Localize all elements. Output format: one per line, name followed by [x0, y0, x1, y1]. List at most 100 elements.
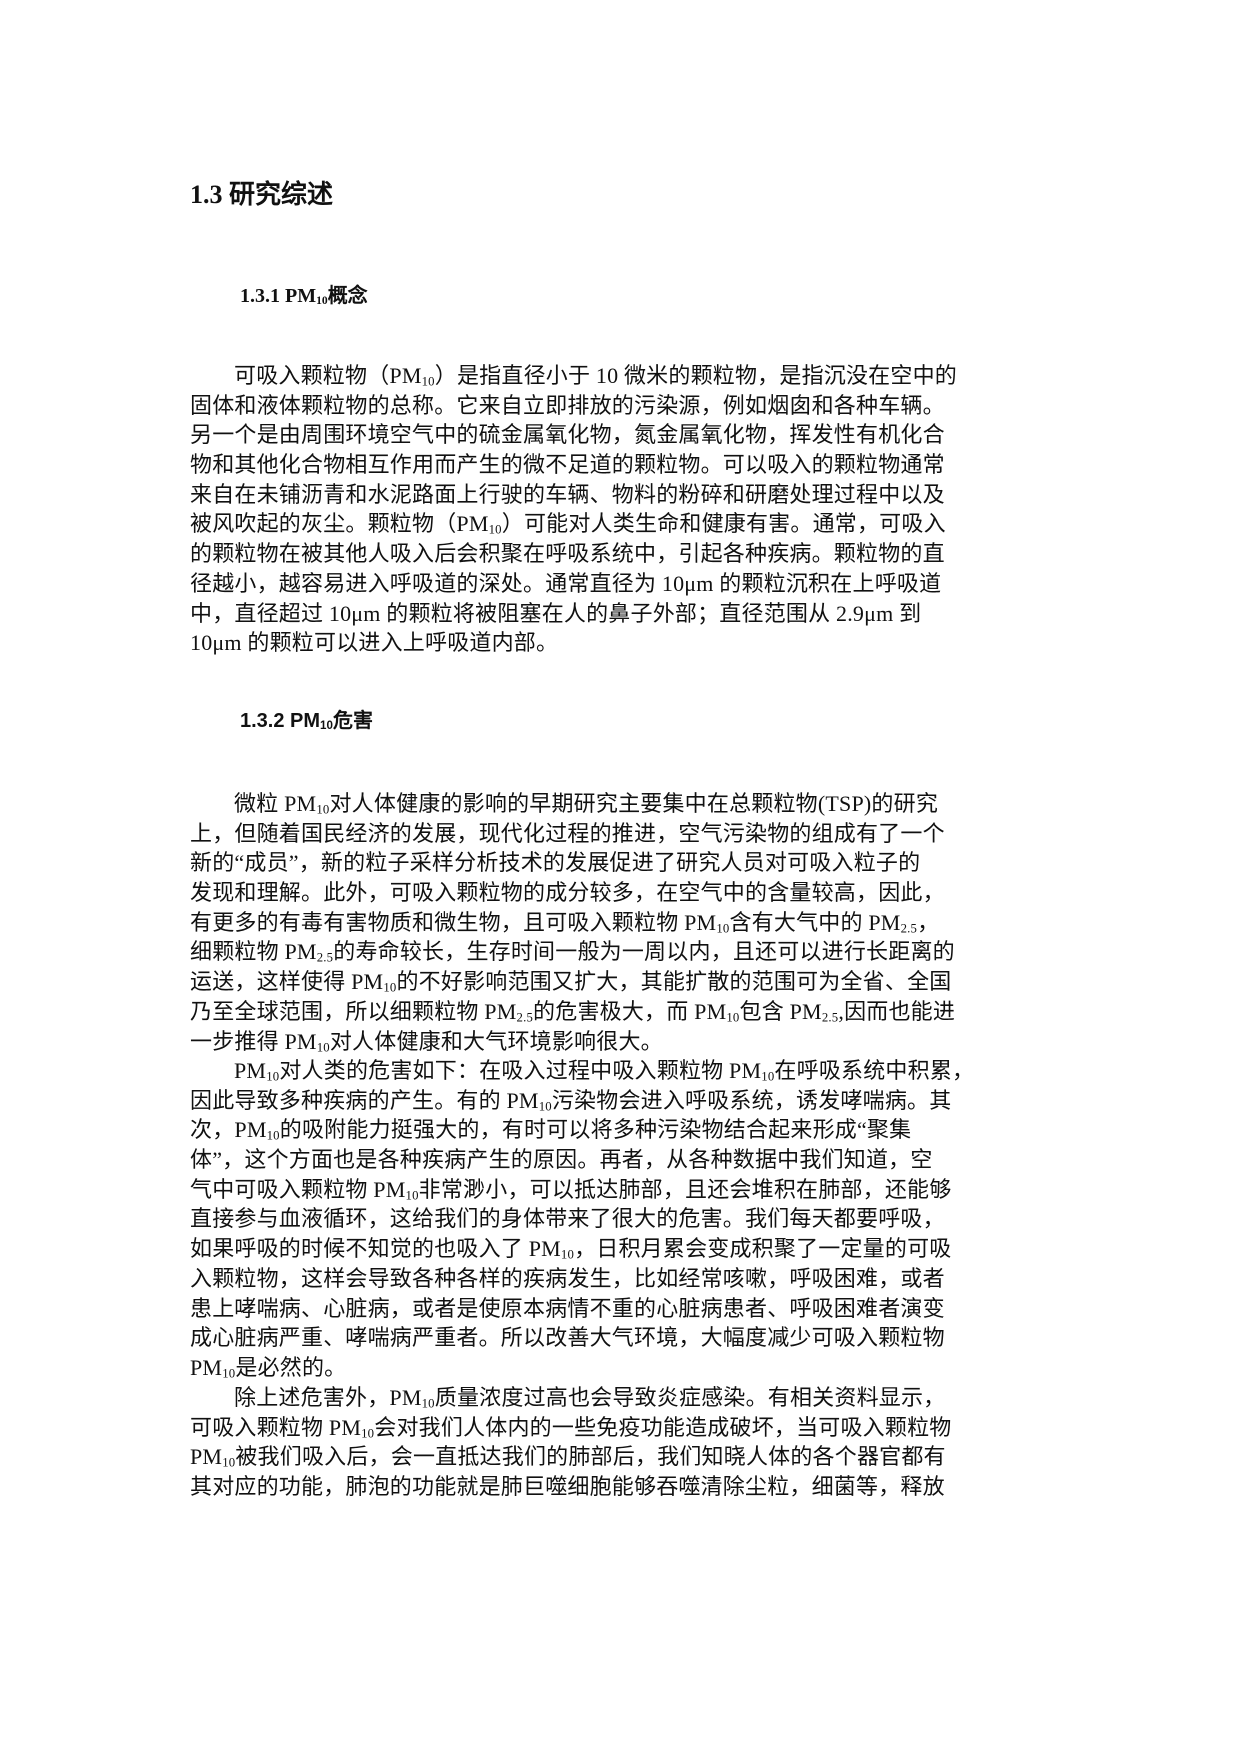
text-run: 上，但随着国民经济的发展，现代化过程的推进，空气污染物的组成有了一个 — [190, 820, 945, 846]
text-line: 新的“成员”，新的粒子采样分析技术的发展促进了研究人员对可吸入粒子的 — [190, 848, 1070, 878]
text-run: PM — [190, 1444, 223, 1470]
text-run: 细颗粒物 PM — [190, 939, 317, 965]
heading-suffix: 概念 — [327, 285, 368, 307]
text-line: 可吸入颗粒物（PM10）是指直径小于 10 微米的颗粒物，是指沉没在空中的 — [190, 361, 1070, 391]
text-line: 一步推得 PM10对人体健康和大气环境影响很大。 — [190, 1027, 1070, 1057]
subscript: 10 — [421, 1396, 435, 1411]
text-run: 对人体健康和大气环境影响很大。 — [329, 1028, 663, 1054]
text-run: 因此导致多种疾病的产生。有的 PM — [190, 1087, 539, 1113]
subscript: 10 — [538, 1098, 552, 1113]
text-run: 的不好影响范围又扩大，其能扩散的范围可为全省、全国 — [396, 969, 952, 995]
text-run: 会对我们人体内的一些免疫功能造成破坏，当可吸入颗粒物 — [374, 1414, 952, 1440]
heading-prefix: 1.3.2 PM — [240, 710, 321, 732]
text-line: 其对应的功能，肺泡的功能就是肺巨噬细胞能够吞噬清除尘粒，细菌等，释放 — [190, 1472, 1070, 1502]
text-run: 新的“成员”，新的粒子采样分析技术的发展促进了研究人员对可吸入粒子的 — [190, 850, 921, 876]
heading-subscript: 10 — [320, 719, 333, 733]
text-line: 发现和理解。此外，可吸入颗粒物的成分较多，在空气中的含量较高，因此， — [190, 878, 1070, 908]
section-title: 1.3 研究综述 — [190, 180, 334, 209]
text-line: 可吸入颗粒物 PM10会对我们人体内的一些免疫功能造成破坏，当可吸入颗粒物 — [190, 1413, 1070, 1443]
paragraph-hazards-2: PM10对人类的危害如下：在吸入过程中吸入颗粒物 PM10在呼吸系统中积累，因此… — [190, 1056, 1070, 1383]
text-line: 被风吹起的灰尘。颗粒物（PM10）可能对人类生命和健康有害。通常，可吸入 — [190, 509, 1070, 539]
subscript: 2.5 — [821, 1010, 839, 1025]
subsection-heading-concept: 1.3.1 PM10概念 — [240, 282, 368, 310]
subscript: 10 — [383, 980, 397, 995]
text-line: 成心脏病严重、哮喘病严重者。所以改善大气环境，大幅度减少可吸入颗粒物 — [190, 1323, 1070, 1353]
text-line: 除上述危害外，PM10质量浓度过高也会导致炎症感染。有相关资料显示， — [190, 1383, 1070, 1413]
text-line: 中，直径超过 10μm 的颗粒将被阻塞在人的鼻子外部；直径范围从 2.9μm 到 — [190, 599, 1070, 629]
text-line: 上，但随着国民经济的发展，现代化过程的推进，空气污染物的组成有了一个 — [190, 819, 1070, 849]
text-line: 乃至全球范围，所以细颗粒物 PM2.5的危害极大，而 PM10包含 PM2.5,… — [190, 997, 1070, 1027]
text-line: 患上哮喘病、心脏病，或者是使原本病情不重的心脏病患者、呼吸困难者演变 — [190, 1294, 1070, 1324]
text-line: 10μm 的颗粒可以进入上呼吸道内部。 — [190, 628, 1070, 658]
subscript: 10 — [266, 1128, 280, 1143]
text-line: PM10对人类的危害如下：在吸入过程中吸入颗粒物 PM10在呼吸系统中积累， — [190, 1056, 1070, 1086]
text-line: 另一个是由周围环境空气中的硫金属氧化物，氮金属氧化物，挥发性有机化合 — [190, 420, 1070, 450]
text-run: ）可能对人类生命和健康有害。通常，可吸入 — [501, 511, 946, 537]
text-line: 有更多的有毒有害物质和微生物，且可吸入颗粒物 PM10含有大气中的 PM2.5， — [190, 908, 1070, 938]
text-run: 次，PM — [190, 1117, 267, 1143]
text-line: 微粒 PM10对人体健康的影响的早期研究主要集中在总颗粒物(TSP)的研究 — [190, 789, 1070, 819]
text-line: 径越小，越容易进入呼吸道的深处。通常直径为 10μm 的颗粒沉积在上呼吸道 — [190, 569, 1070, 599]
subscript: 10 — [361, 1425, 375, 1440]
subscript: 10 — [266, 1069, 280, 1084]
text-run: 可吸入颗粒物（PM — [234, 363, 422, 388]
text-line: 体”，这个方面也是各种疾病产生的原因。再者，从各种数据中我们知道，空 — [190, 1145, 1070, 1175]
text-run: 有更多的有毒有害物质和微生物，且可吸入颗粒物 PM — [190, 909, 717, 935]
text-run: 另一个是由周围环境空气中的硫金属氧化物，氮金属氧化物，挥发性有机化合 — [190, 422, 945, 448]
text-run: 含有大气中的 PM — [729, 909, 901, 935]
text-run: 中，直径超过 10μm 的颗粒将被阻塞在人的鼻子外部；直径范围从 2.9μm 到 — [190, 600, 922, 626]
text-line: 物和其他化合物相互作用而产生的微不足道的颗粒物。可以吸入的颗粒物通常 — [190, 450, 1070, 480]
text-run: 直接参与血液循环，这给我们的身体带来了很大的危害。我们每天都要呼吸， — [190, 1206, 945, 1232]
heading-prefix: 1.3.1 PM — [240, 285, 317, 307]
text-run: 微粒 PM — [234, 791, 317, 816]
text-run: PM — [190, 1354, 223, 1380]
text-line: 直接参与血液循环，这给我们的身体带来了很大的危害。我们每天都要呼吸， — [190, 1204, 1070, 1234]
subscript: 2.5 — [516, 1010, 534, 1025]
text-run: 质量浓度过高也会导致炎症感染。有相关资料显示， — [434, 1385, 946, 1410]
text-run: PM — [234, 1058, 267, 1083]
text-run: 患上哮喘病、心脏病，或者是使原本病情不重的心脏病患者、呼吸困难者演变 — [190, 1295, 945, 1321]
text-run: 被风吹起的灰尘。颗粒物（PM — [190, 511, 489, 537]
text-run: 固体和液体颗粒物的总称。它来自立即排放的污染源，例如烟囱和各种车辆。 — [190, 392, 945, 418]
subscript: 10 — [316, 802, 330, 817]
text-run: 可吸入颗粒物 PM — [190, 1414, 362, 1440]
text-line: 运送，这样使得 PM10的不好影响范围又扩大，其能扩散的范围可为全省、全国 — [190, 967, 1070, 997]
text-line: 的颗粒物在被其他人吸入后会积聚在呼吸系统中，引起各种疾病。颗粒物的直 — [190, 539, 1070, 569]
text-run: 除上述危害外，PM — [234, 1385, 422, 1410]
text-line: 如果呼吸的时候不知觉的也吸入了 PM10，日积月累会变成积聚了一定量的可吸 — [190, 1234, 1070, 1264]
text-run: 是必然的。 — [235, 1354, 347, 1380]
subscript: 10 — [560, 1247, 575, 1262]
text-run: 径越小，越容易进入呼吸道的深处。通常直径为 10μm 的颗粒沉积在上呼吸道 — [190, 570, 942, 596]
text-run: 成心脏病严重、哮喘病严重者。所以改善大气环境，大幅度减少可吸入颗粒物 — [190, 1325, 945, 1351]
text-run: 来自在未铺沥青和水泥路面上行驶的车辆、物料的粉碎和研磨处理过程中以及 — [190, 481, 945, 507]
text-run: 发现和理解。此外，可吸入颗粒物的成分较多，在空气中的含量较高，因此， — [190, 880, 945, 906]
subscript: 2.5 — [316, 950, 334, 965]
text-run: 一步推得 PM — [190, 1028, 317, 1054]
text-run: 的寿命较长，生存时间一般为一周以内，且还可以进行长距离的 — [333, 939, 955, 965]
text-run: 其对应的功能，肺泡的功能就是肺巨噬细胞能够吞噬清除尘粒，细菌等，释放 — [190, 1474, 945, 1500]
text-line: 因此导致多种疾病的产生。有的 PM10污染物会进入呼吸系统，诱发哮喘病。其 — [190, 1086, 1070, 1116]
text-run: 包含 PM — [739, 998, 822, 1024]
text-run: 体”，这个方面也是各种疾病产生的原因。再者，从各种数据中我们知道，空 — [190, 1147, 933, 1173]
text-run: 入颗粒物，这样会导致各种各样的疾病发生，比如经常咳嗽，呼吸困难，或者 — [190, 1265, 945, 1291]
subscript: 10 — [222, 1366, 236, 1381]
text-run: 的颗粒物在被其他人吸入后会积聚在呼吸系统中，引起各种疾病。颗粒物的直 — [190, 541, 945, 567]
text-run: 对人类的危害如下：在吸入过程中吸入颗粒物 PM — [279, 1058, 762, 1083]
text-run: ， — [917, 909, 940, 935]
subscript: 10 — [316, 1039, 330, 1054]
subscript: 10 — [222, 1455, 236, 1470]
text-run: 在呼吸系统中积累， — [774, 1058, 975, 1083]
paragraph-hazards-1: 微粒 PM10对人体健康的影响的早期研究主要集中在总颗粒物(TSP)的研究上，但… — [190, 789, 1070, 1056]
text-run: 气中可吸入颗粒物 PM — [190, 1176, 406, 1202]
text-line: 入颗粒物，这样会导致各种各样的疾病发生，比如经常咳嗽，呼吸困难，或者 — [190, 1264, 1070, 1294]
text-run: ,因而也能进 — [838, 998, 956, 1024]
heading-subscript: 10 — [316, 294, 328, 308]
subscript: 10 — [488, 522, 502, 537]
text-run: 对人体健康的影响的早期研究主要集中在总颗粒物(TSP)的研究 — [329, 791, 939, 816]
subscript: 10 — [726, 1010, 740, 1025]
subscript: 10 — [761, 1069, 775, 1084]
subscript: 10 — [716, 921, 730, 936]
subsection-heading-hazards: 1.3.2 PM10危害 — [240, 707, 373, 735]
text-run: ）是指直径小于 10 微米的颗粒物，是指沉没在空中的 — [434, 363, 957, 388]
